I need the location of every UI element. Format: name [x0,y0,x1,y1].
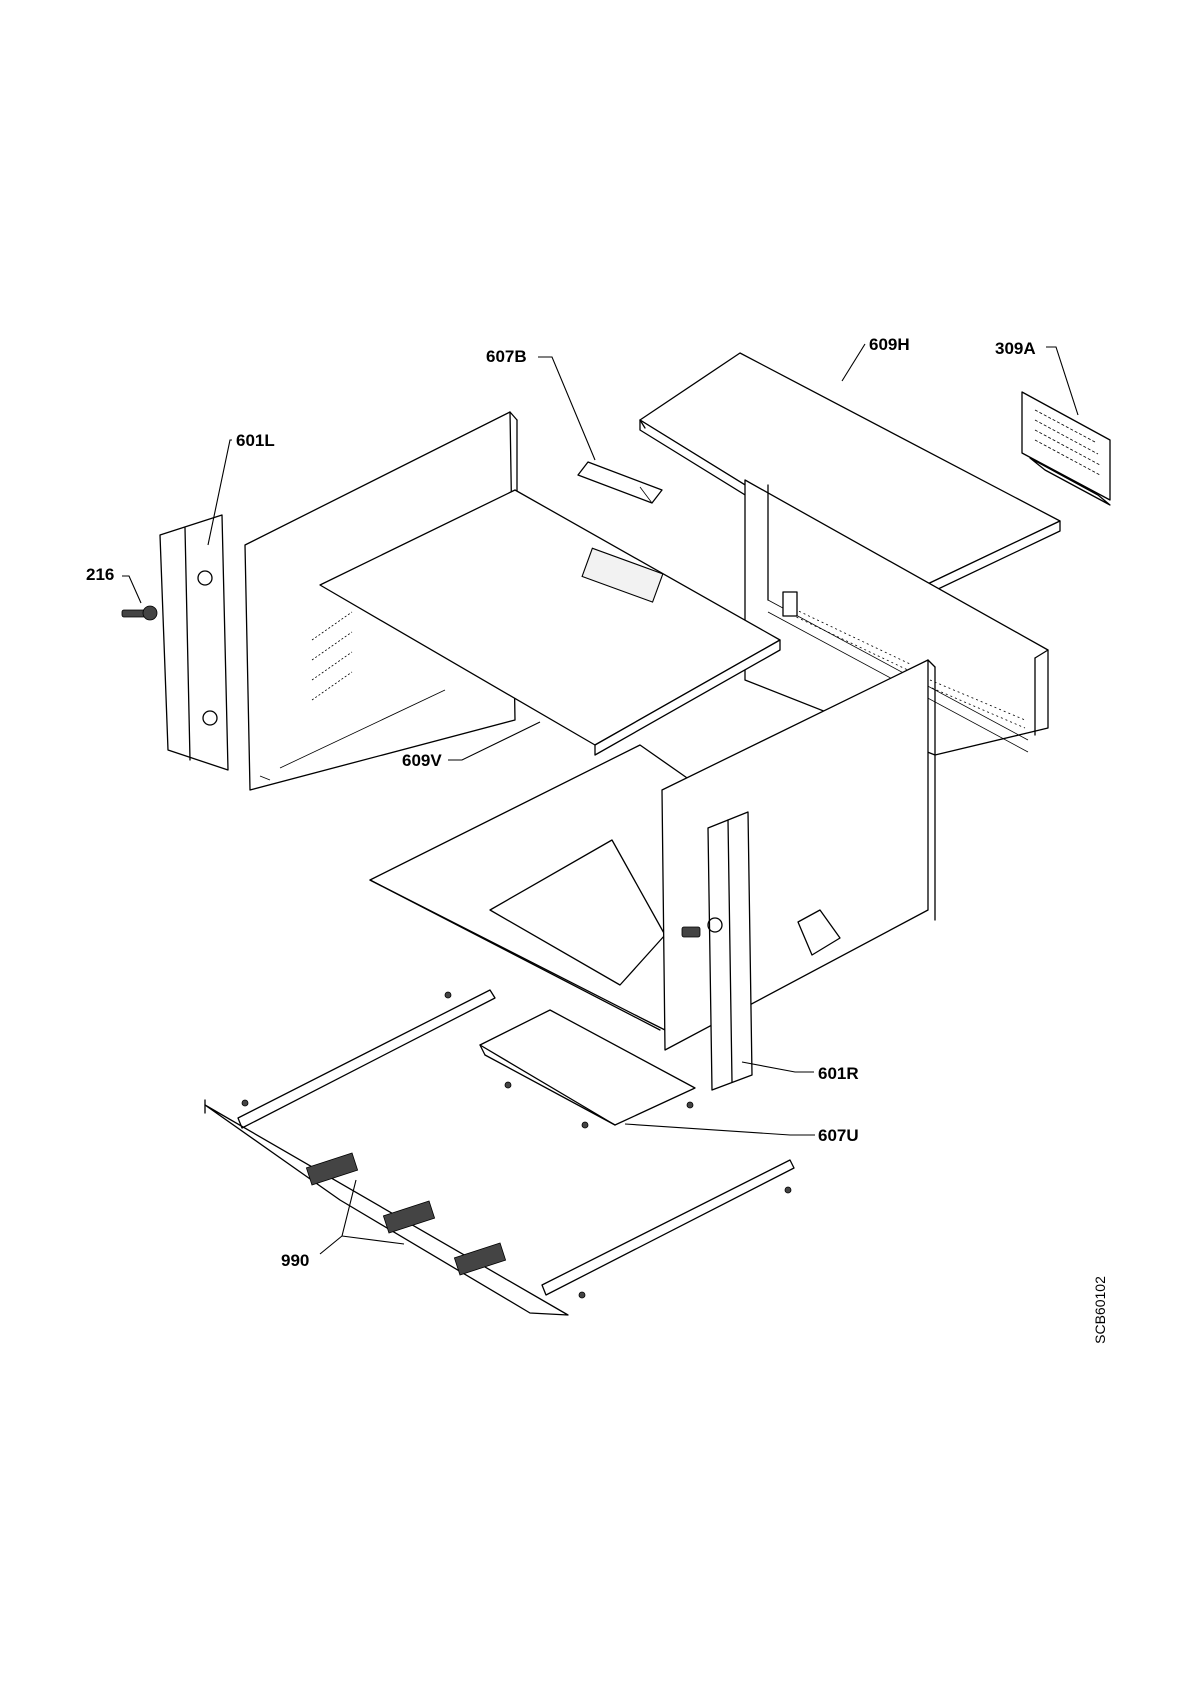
left-rail [237,989,496,1129]
callout-990: 990 [281,1251,310,1270]
callout-309A: 309A [995,339,1036,358]
callout-609H: 609H [869,335,910,354]
callout-216: 216 [86,565,115,584]
part-309A-grille [1021,391,1111,506]
callout-601L: 601L [236,431,275,450]
part-609V-top-plate [319,489,781,756]
callout-609V: 609V [402,751,442,770]
callout-607U: 607U [818,1126,859,1145]
part-609H-perforations [782,591,1026,729]
leader-lines [122,343,1079,1255]
part-607B-pad [577,461,663,504]
main-cavity [369,744,691,1031]
callout-607B: 607B [486,347,527,366]
right-rail [541,1159,795,1299]
callout-601R: 601R [818,1064,859,1083]
part-601R-bracket [681,811,753,1091]
right-side-panel [661,659,936,1051]
part-601L-bracket [159,514,229,771]
part-990-labels [204,1099,569,1316]
part-607U-bottom-plate [479,1009,696,1129]
drawing-code: SCB60102 [1091,1276,1108,1344]
part-216-screw [121,605,158,621]
